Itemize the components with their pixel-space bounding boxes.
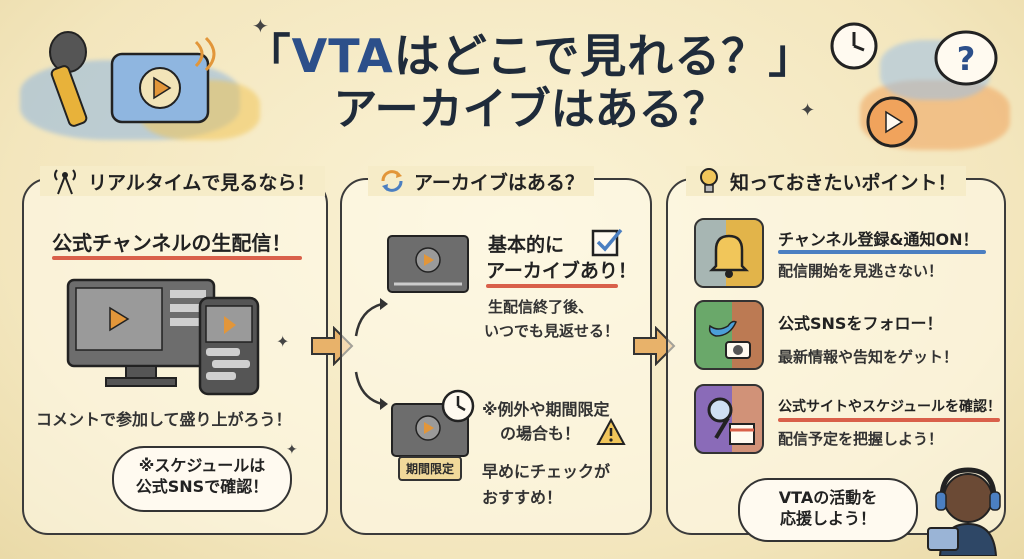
panel-archive-heading: アーカイブはある？: [368, 166, 594, 196]
timer-icon: [441, 389, 475, 423]
antenna-icon: [54, 169, 76, 195]
clock-icon: [830, 22, 878, 70]
point-1-desc: 配信開始を見逃さない！: [778, 262, 944, 280]
microphone-icon: [49, 31, 88, 127]
curved-arrow-down: [354, 371, 388, 410]
magnifier-calendar-icon: [707, 386, 762, 452]
archive-main-underline: [486, 284, 618, 288]
curved-arrow-up: [354, 298, 388, 337]
title-line1-rest: はどこで見れる？」: [393, 29, 816, 83]
point-3-icon-box: [694, 384, 764, 454]
listener-avatar-icon: [927, 467, 1001, 556]
title-line2: アーカイブはある？: [333, 83, 727, 135]
title-bracket: 「: [244, 29, 292, 83]
point-1-title: チャンネル登録&通知ON！: [778, 230, 979, 249]
point-3-title: 公式サイトやスケジュールを確認！: [778, 399, 1002, 415]
video-player-icon: [110, 52, 210, 124]
sparkle-icon: ✦: [286, 442, 298, 458]
point-1-icon-box: [694, 218, 764, 288]
point-2-desc: 最新情報や告知をゲット！: [778, 348, 959, 366]
archive-sub-line2: いつでも見返せる！: [484, 322, 620, 340]
sparkle-icon: ✦: [252, 14, 269, 38]
question-bubble-icon: ?: [934, 30, 998, 86]
monitor-icon: [66, 278, 216, 387]
archive-sub-line1: 生配信終了後、: [488, 298, 594, 316]
page-title: 「VTAはどこで見れる？」 アーカイブはある？: [230, 30, 830, 135]
arrow-right-2: [633, 326, 676, 366]
cheer-bubble-line1: VTAの活動を: [778, 488, 878, 507]
archive-main-line2: アーカイブあり！: [486, 260, 637, 282]
panel-points-heading: 知っておきたいポイント！: [686, 166, 967, 196]
sparkle-icon: ✦: [800, 100, 816, 121]
replay-icon: [866, 96, 918, 148]
schedule-bubble: ※スケジュールは 公式SNSで確認！: [112, 446, 292, 512]
panel-realtime-heading: リアルタイムで見るなら！: [40, 166, 326, 196]
point-2-icon-box: [694, 300, 764, 370]
live-subheading-underline: [52, 256, 302, 260]
smartphone-icon: [198, 296, 260, 396]
warning-icon: [596, 418, 626, 445]
realtime-heading-label: リアルタイムで見るなら！: [88, 171, 316, 194]
bell-icon: [696, 220, 750, 286]
point-3-desc: 配信予定を把握しよう！: [778, 430, 944, 448]
check-soon-line2: おすすめ！: [482, 488, 563, 507]
point-3-underline: [778, 418, 1000, 422]
archive-heading-label: アーカイブはある？: [414, 171, 584, 194]
live-subheading: 公式チャンネルの生配信！: [52, 231, 292, 255]
refresh-icon: [381, 170, 403, 192]
svg-text:?: ?: [957, 40, 976, 78]
lightbulb-icon: [700, 168, 718, 193]
cheer-bubble-line2: 応援しよう！: [779, 508, 876, 528]
title-vta: VTA: [291, 29, 394, 83]
archive-video-thumbnail: [387, 235, 469, 293]
checkbox-icon: [591, 228, 623, 257]
comment-text: コメントで参加して盛り上がろう！: [36, 410, 292, 429]
cheer-bubble: VTAの活動を 応援しよう！: [738, 478, 918, 542]
point-1-underline: [778, 250, 986, 254]
point-2-title: 公式SNSをフォロー！: [778, 314, 943, 333]
signal-waves-icon: [194, 36, 216, 72]
exception-note-line2: の場合も！: [500, 424, 581, 443]
check-soon-line1: 早めにチェックが: [482, 462, 611, 481]
points-heading-label: 知っておきたいポイント！: [730, 171, 957, 194]
exception-note-line1: ※例外や期間限定: [482, 400, 610, 419]
schedule-bubble-line2: 公式SNSで確認！: [135, 476, 269, 496]
archive-main-line1: 基本的に: [488, 234, 565, 256]
sparkle-icon: ✦: [276, 332, 290, 351]
schedule-bubble-line1: ※スケジュールは: [138, 456, 266, 475]
limited-tag: 期間限定: [398, 456, 463, 481]
bird-camera-icon: [708, 302, 762, 368]
